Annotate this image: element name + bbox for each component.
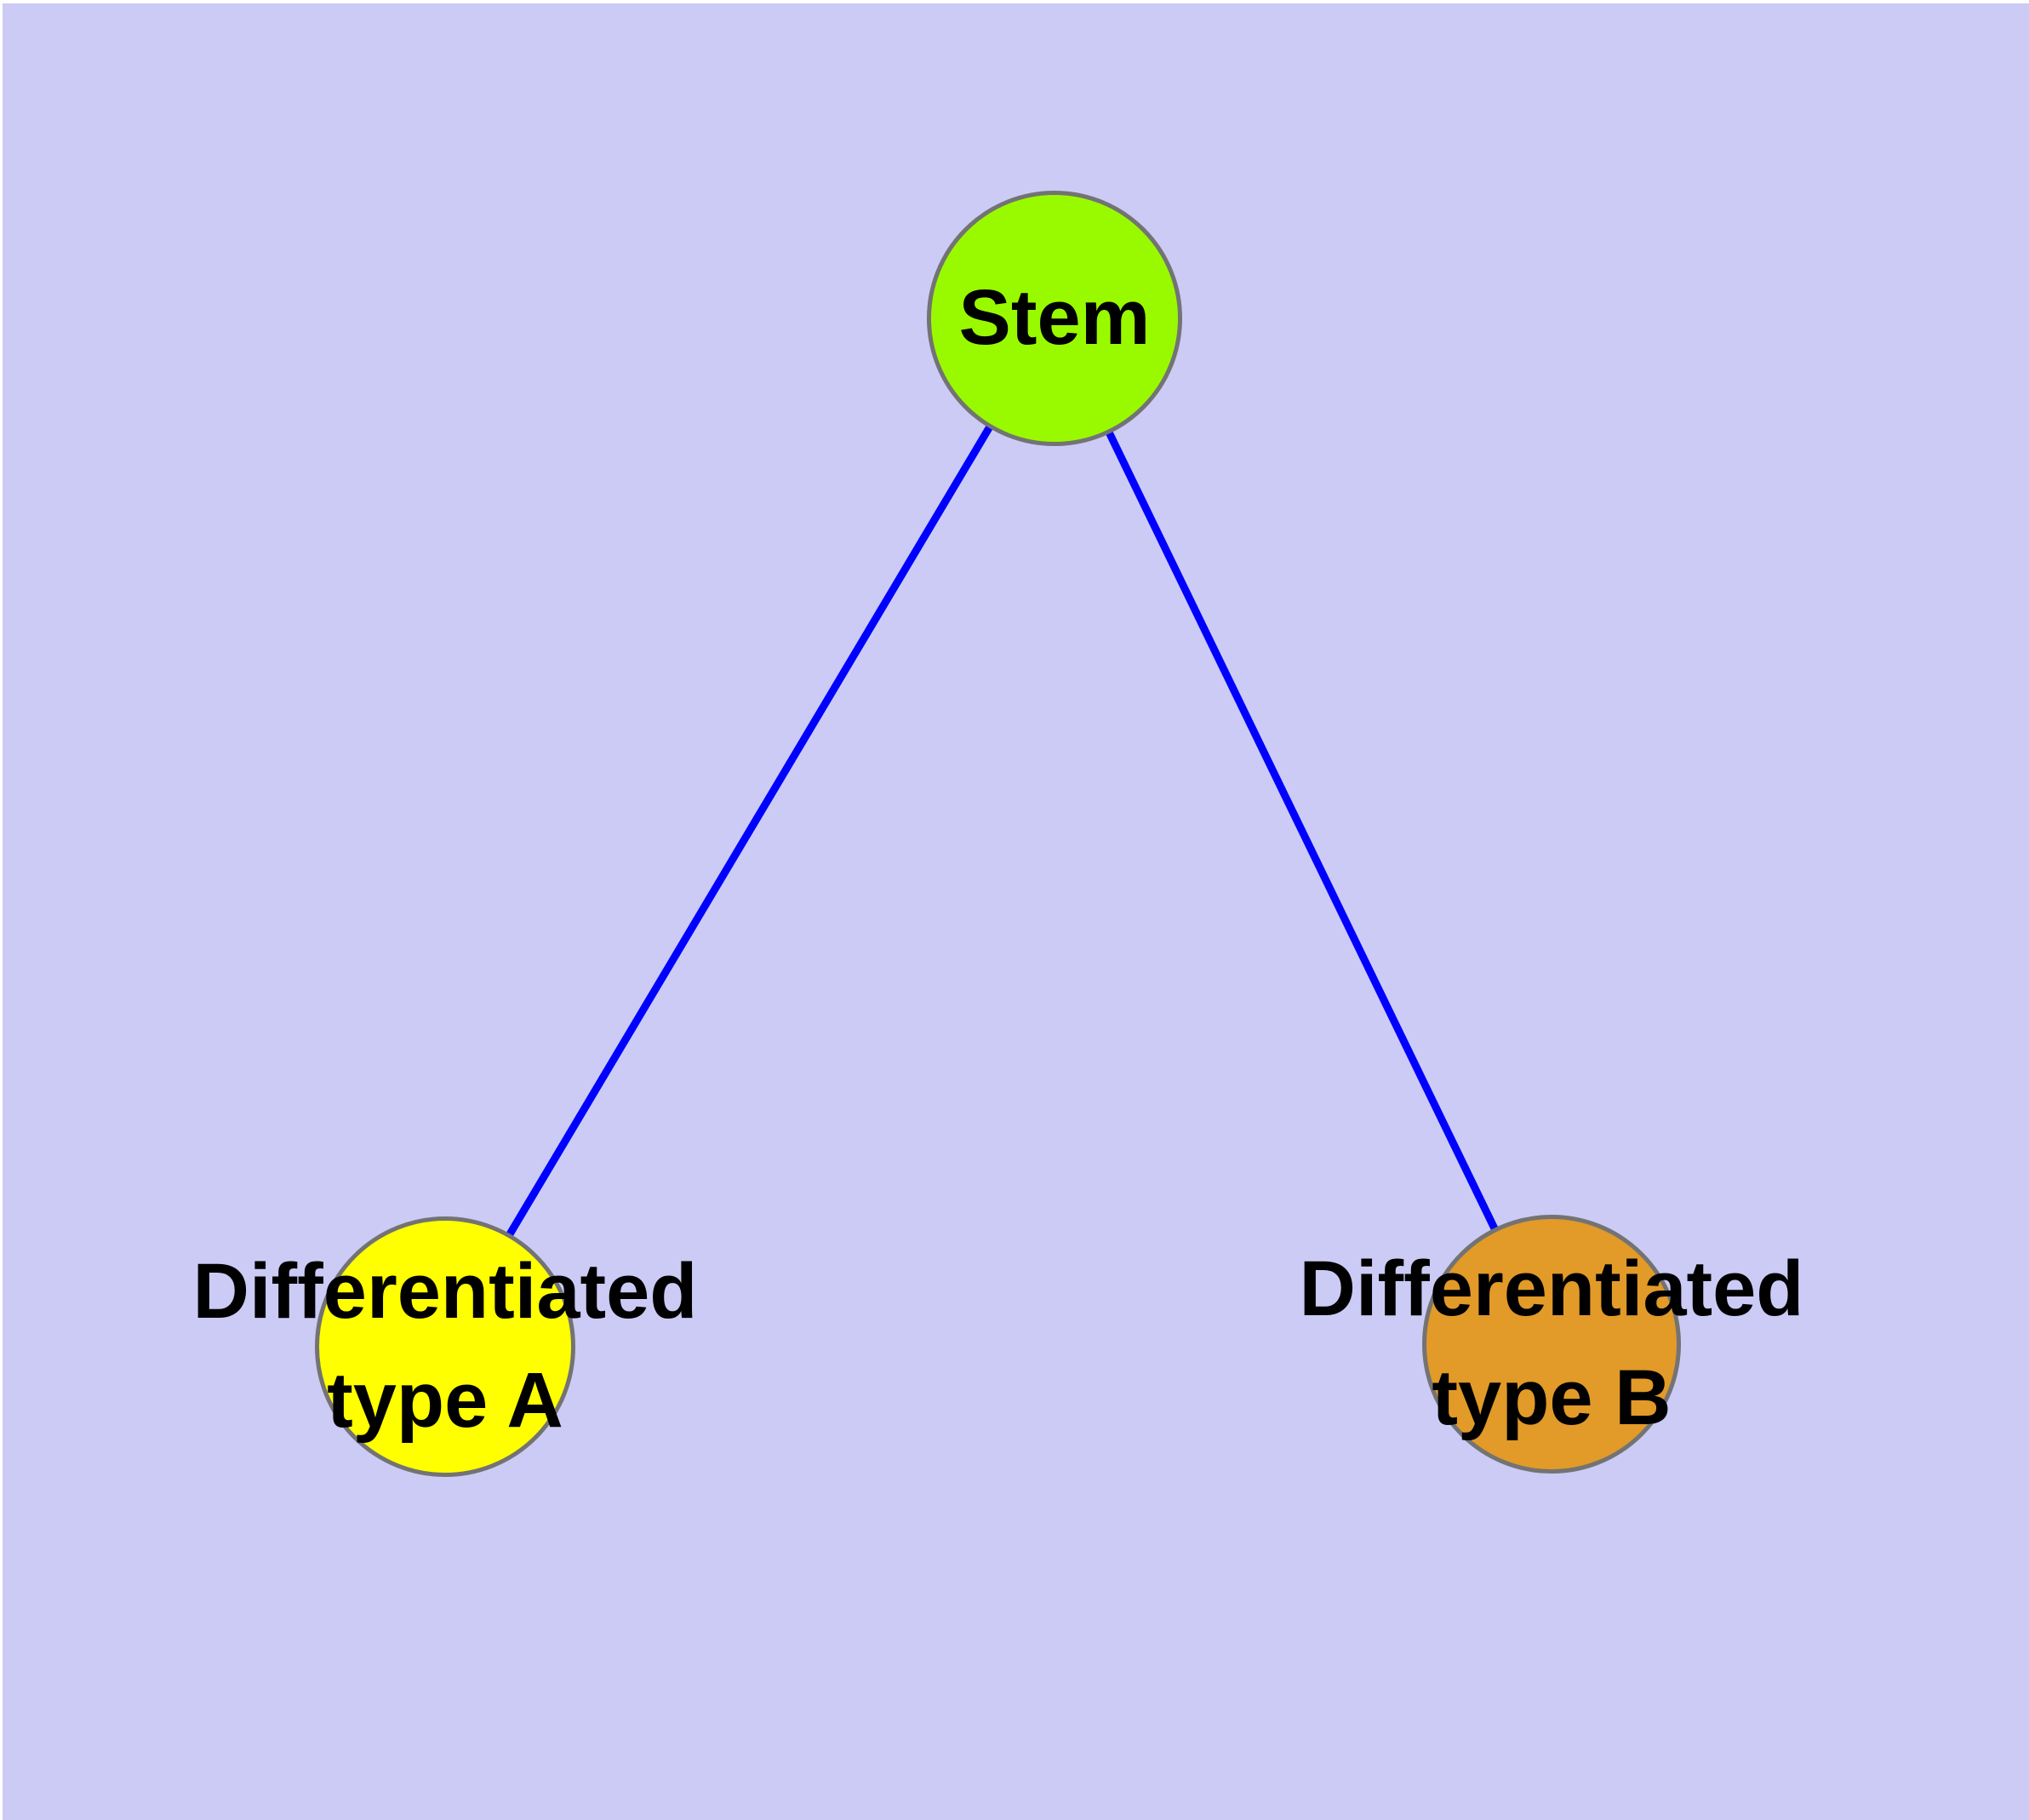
edge-stem-to-type-b [1050, 317, 1553, 1344]
node-differentiated-type-b[interactable]: Differentiated type B [1300, 1215, 1803, 1474]
node-stem[interactable]: Stem [927, 191, 1182, 446]
edges-layer [441, 317, 1553, 1346]
edge-stem-to-type-a [441, 317, 1058, 1346]
diagram-canvas: Stem Differentiated type A Differentiate… [3, 3, 2029, 1820]
node-differentiated-type-a[interactable]: Differentiated type A [193, 1216, 697, 1477]
